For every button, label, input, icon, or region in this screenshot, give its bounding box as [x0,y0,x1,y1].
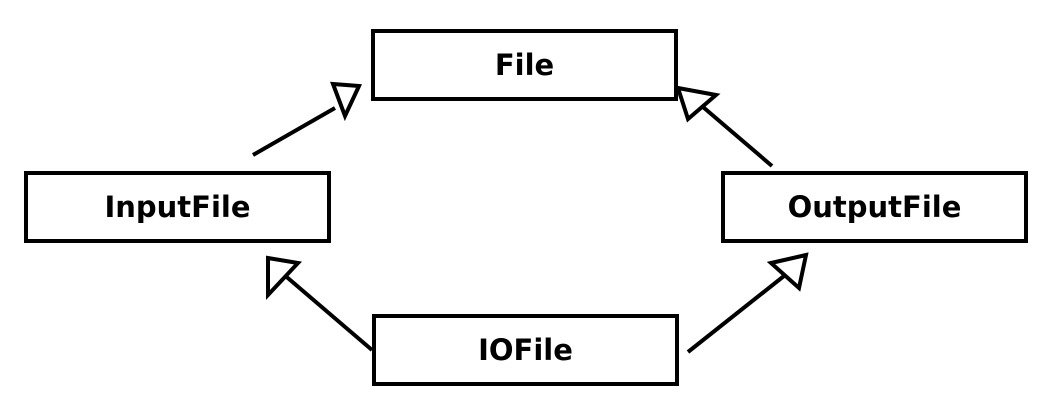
edge-inputfile-to-file [252,81,363,157]
edge-outputfile-to-file [675,85,774,168]
class-name-outputfile: OutputFile [787,190,962,224]
class-box-file: File [371,29,678,101]
class-name-file: File [494,48,555,82]
class-box-iofile: IOFile [372,314,679,386]
class-box-inputfile: InputFile [24,171,331,243]
edge-iofile-to-inputfile [266,255,374,352]
class-name-iofile: IOFile [478,333,573,367]
class-box-outputfile: OutputFile [721,171,1028,243]
class-name-inputfile: InputFile [104,190,251,224]
edge-iofile-to-outputfile [686,252,809,354]
